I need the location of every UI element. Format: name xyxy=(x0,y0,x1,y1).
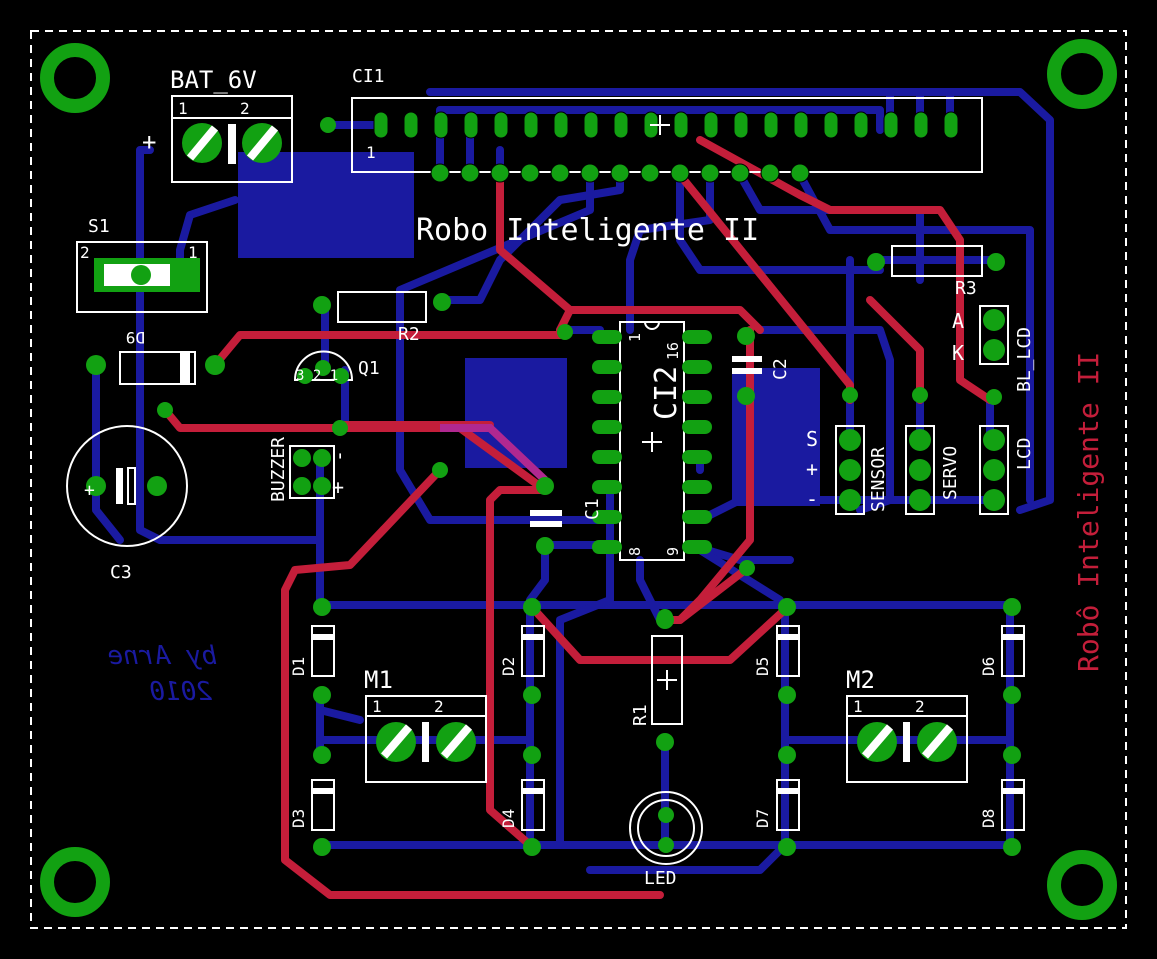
author-text: by Arne xyxy=(107,641,217,671)
c3-plus: + xyxy=(84,480,95,501)
d2-label: D2 xyxy=(499,657,518,676)
ci1-center-cross xyxy=(650,115,670,135)
ci1-outline xyxy=(351,97,983,173)
s1-pin2: 2 xyxy=(80,243,90,262)
led-label: LED xyxy=(644,868,677,889)
c3-body xyxy=(66,425,188,547)
d5-label: D5 xyxy=(753,657,772,676)
r2-body xyxy=(337,291,427,323)
d6-label: D6 xyxy=(979,657,998,676)
m1-term-2: 2 xyxy=(434,697,444,716)
mounting-hole-tl xyxy=(40,43,110,113)
r2-label: R2 xyxy=(398,324,420,345)
bat-plus: + xyxy=(142,128,156,156)
d4-label: D4 xyxy=(499,809,518,828)
d9-label: D9 xyxy=(126,328,145,347)
sensor-plus-mark: + xyxy=(806,457,818,481)
q1-label: Q1 xyxy=(358,358,380,379)
r1-label: R1 xyxy=(630,704,651,726)
m1-term-1: 1 xyxy=(372,697,382,716)
ci1-pin1: 1 xyxy=(366,143,376,162)
mounting-hole-bl xyxy=(40,847,110,917)
bat-term-1: 1 xyxy=(178,99,188,118)
header-pads xyxy=(839,309,1005,511)
r1-body xyxy=(651,635,683,725)
bat-label: BAT_6V xyxy=(170,66,257,94)
overlap-trace xyxy=(440,424,548,483)
d1-label: D1 xyxy=(289,657,308,676)
bl-lcd-label: BL_LCD xyxy=(1014,327,1035,392)
top-traces xyxy=(161,136,994,899)
q1-body xyxy=(293,350,354,381)
ci1-label: CI1 xyxy=(352,66,385,87)
d9-body xyxy=(119,351,196,385)
ci1-pads-top xyxy=(373,111,959,139)
board-outline xyxy=(30,30,1127,929)
m2-label: M2 xyxy=(846,666,875,694)
m2-term-1: 1 xyxy=(853,697,863,716)
ci2-label: CI2 xyxy=(649,366,684,420)
m1-outline xyxy=(365,695,487,783)
ci2-pin9: 9 xyxy=(664,547,682,556)
bat-terminal-outline xyxy=(171,95,293,183)
m2-outline xyxy=(846,695,968,783)
led-body xyxy=(629,791,703,865)
c1-label: C1 xyxy=(582,498,603,520)
r3-body xyxy=(891,245,983,277)
s1-outline xyxy=(76,241,208,313)
ci2-pin1: 1 xyxy=(626,333,644,342)
ci2-pads xyxy=(592,330,712,554)
ci2-pin16: 16 xyxy=(664,342,682,360)
lcd-label: LCD xyxy=(1014,437,1035,470)
side-title: Robô Inteligente II xyxy=(1072,352,1105,672)
board-title: Robo Inteligente II xyxy=(416,213,759,248)
servo-label: SERVO xyxy=(940,446,961,500)
ci2-outline xyxy=(619,321,685,561)
mounting-hole-tr xyxy=(1047,39,1117,109)
sensor-label: SENSOR xyxy=(868,447,889,512)
c3-label: C3 xyxy=(110,562,132,583)
q1-pins: 3 2 1 xyxy=(296,368,338,384)
bl-k-mark: K xyxy=(952,341,964,365)
buzzer-label: BUZZER xyxy=(268,437,289,502)
m2-term-2: 2 xyxy=(915,697,925,716)
bat-term-2: 2 xyxy=(240,99,250,118)
d8-label: D8 xyxy=(979,809,998,828)
buzzer-plus: + xyxy=(332,475,344,499)
mounting-hole-br xyxy=(1047,850,1117,920)
d7-label: D7 xyxy=(753,809,772,828)
bl-a-mark: A xyxy=(952,309,964,333)
m1-label: M1 xyxy=(364,666,393,694)
mounting-holes xyxy=(40,39,1117,920)
d3-label: D3 xyxy=(289,809,308,828)
sensor-s-mark: S xyxy=(806,427,818,451)
ci2-pin8: 8 xyxy=(626,547,644,556)
s1-pin1: 1 xyxy=(188,243,198,262)
r3-label: R3 xyxy=(955,278,977,299)
s1-label: S1 xyxy=(88,216,110,237)
c2-label: C2 xyxy=(770,358,791,380)
bridge-diodes xyxy=(311,598,1025,856)
buzzer-minus: - xyxy=(327,450,351,462)
year-text: 2010 xyxy=(149,677,212,707)
ci1-pads-bottom xyxy=(430,163,810,183)
sensor-minus-mark: - xyxy=(806,487,818,511)
